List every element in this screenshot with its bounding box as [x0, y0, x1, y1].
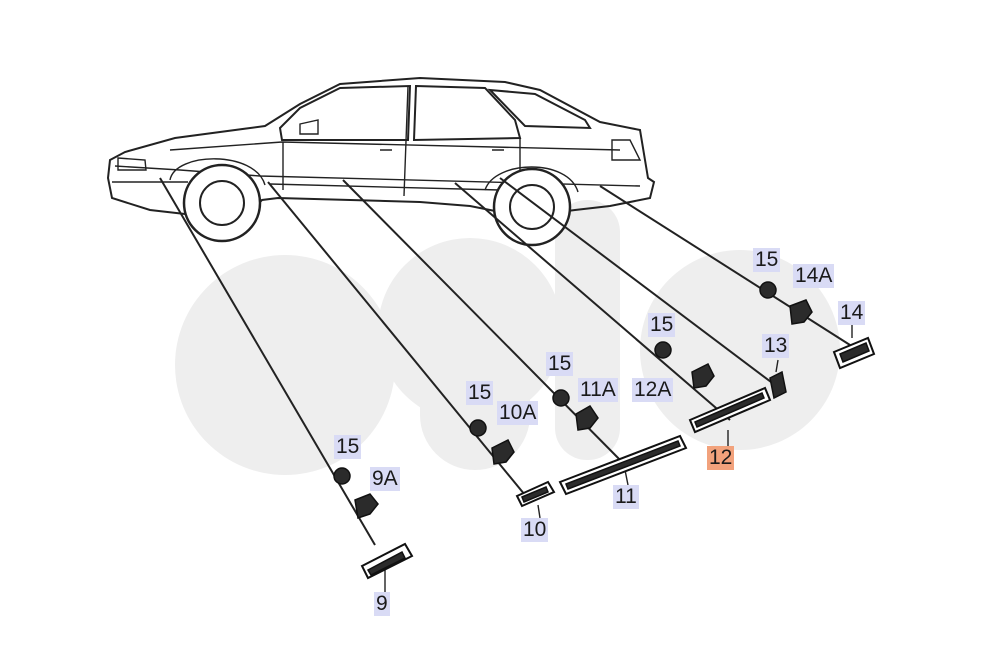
callout-15-part-12[interactable]: 15 [648, 313, 676, 337]
callout-15-part-10[interactable]: 15 [466, 381, 494, 405]
part-14a-clip[interactable] [759, 281, 813, 325]
callout-15-part-11[interactable]: 15 [546, 352, 574, 376]
callout-9a[interactable]: 9A [370, 467, 400, 491]
part-12-moulding[interactable] [688, 386, 772, 434]
part-14-moulding[interactable] [832, 336, 876, 370]
callout-10[interactable]: 10 [521, 518, 549, 542]
callout-11[interactable]: 11 [613, 485, 639, 509]
callout-15-part-9[interactable]: 15 [334, 435, 362, 459]
callout-11a[interactable]: 11A [578, 378, 618, 402]
callout-12-highlighted[interactable]: 12 [707, 446, 735, 470]
callout-9[interactable]: 9 [374, 592, 390, 616]
callout-14a[interactable]: 14A [793, 264, 835, 288]
part-10-moulding[interactable] [515, 480, 556, 508]
callout-15-part-14[interactable]: 15 [753, 248, 781, 272]
part-10a-clip[interactable] [469, 419, 515, 465]
callout-13[interactable]: 13 [762, 334, 790, 358]
callout-12a[interactable]: 12A [632, 378, 674, 402]
part-11-moulding[interactable] [558, 434, 688, 496]
part-13-end-cap[interactable] [769, 370, 787, 400]
part-11a-clip[interactable] [552, 389, 599, 431]
watermark-logo [175, 200, 840, 475]
rear-wheel [492, 167, 572, 247]
part-9-moulding[interactable] [360, 542, 414, 580]
part-9a-clip[interactable] [333, 467, 379, 519]
part-12a-clip[interactable] [654, 341, 715, 389]
front-wheel [182, 163, 262, 243]
callout-10a[interactable]: 10A [497, 401, 539, 425]
callout-14[interactable]: 14 [838, 301, 866, 325]
